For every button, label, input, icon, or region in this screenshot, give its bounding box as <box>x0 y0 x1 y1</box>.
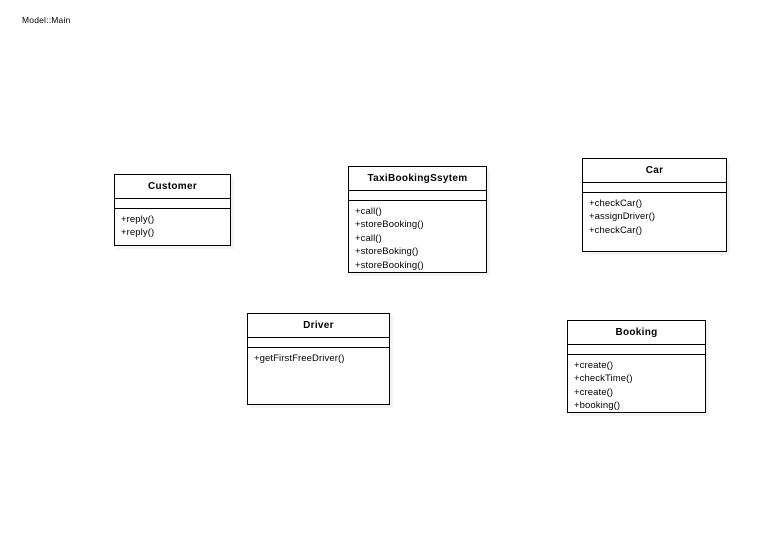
uml-operation: +booking() <box>574 400 621 412</box>
uml-operation: +checkTime() <box>574 373 633 385</box>
uml-operation: +storeBooking() <box>355 219 424 231</box>
uml-operation: +storeBooking() <box>355 259 424 271</box>
uml-class-taxibookingssytem[interactable]: TaxiBookingSsytem+call()+storeBooking()+… <box>348 166 487 273</box>
uml-attributes-compartment <box>583 183 726 193</box>
uml-operation: +create() <box>574 386 614 398</box>
uml-class-name: TaxiBookingSsytem <box>349 167 486 191</box>
uml-operation: +create() <box>574 360 614 371</box>
uml-class-name: Car <box>583 159 726 183</box>
uml-class-car[interactable]: Car+checkCar()+assignDriver()+checkCar() <box>582 158 727 252</box>
uml-operation: +getFirstFreeDriver() <box>254 353 345 364</box>
uml-class-customer[interactable]: Customer +reply() +reply() <box>114 174 231 246</box>
diagram-title: Model::Main <box>22 15 71 25</box>
uml-operation: +storeBoking() <box>355 246 419 258</box>
uml-operations-compartment: +create()+checkTime()+create()+booking() <box>568 355 705 417</box>
uml-class-driver[interactable]: Driver +getFirstFreeDriver() <box>247 313 390 405</box>
uml-attributes-compartment <box>248 338 389 348</box>
uml-operation: +reply() <box>121 227 155 239</box>
uml-class-booking[interactable]: Booking+create()+checkTime()+create()+bo… <box>567 320 706 413</box>
uml-operation: +checkCar() <box>589 224 643 236</box>
uml-class-name: Driver <box>248 314 389 338</box>
uml-attributes-compartment <box>349 191 486 201</box>
uml-operation: +call() <box>355 232 382 244</box>
uml-attributes-compartment <box>115 199 230 209</box>
uml-class-name: Customer <box>115 175 230 199</box>
uml-class-name: Booking <box>568 321 705 345</box>
uml-operation: +reply() <box>121 214 155 225</box>
uml-attributes-compartment <box>568 345 705 355</box>
uml-operations-compartment: +getFirstFreeDriver() <box>248 348 389 369</box>
uml-operations-compartment: +checkCar()+assignDriver()+checkCar() <box>583 193 726 241</box>
uml-operation: +call() <box>355 206 382 217</box>
uml-operations-compartment: +reply() +reply() <box>115 209 230 244</box>
uml-operation: +checkCar() <box>589 198 643 209</box>
uml-operation: +assignDriver() <box>589 211 656 223</box>
uml-operations-compartment: +call()+storeBooking()+call()+storeBokin… <box>349 201 486 276</box>
